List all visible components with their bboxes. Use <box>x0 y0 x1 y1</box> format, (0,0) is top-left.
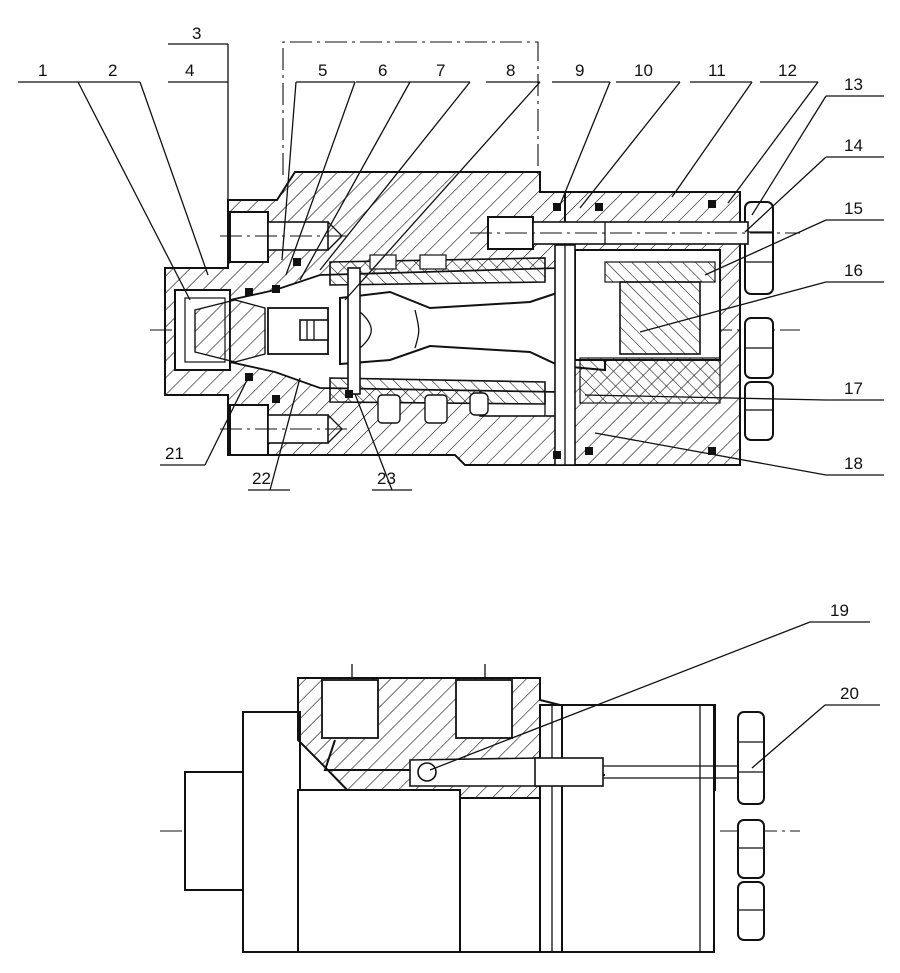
label-14: 14 <box>844 136 863 155</box>
port-b <box>455 679 513 739</box>
label-17: 17 <box>844 379 863 398</box>
end-cover-exterior <box>561 704 715 953</box>
cap-nut-top <box>744 201 774 295</box>
leader-lines <box>18 43 884 491</box>
exterior-nut-top <box>737 711 765 805</box>
top-left-bolt-head <box>229 211 269 263</box>
part-number-labels: 1 2 3 4 5 6 7 8 9 10 11 12 13 14 15 16 1… <box>38 24 863 703</box>
pin-23 <box>347 267 361 395</box>
label-6: 6 <box>378 61 387 80</box>
label-23: 23 <box>377 469 396 488</box>
label-16: 16 <box>844 261 863 280</box>
label-18: 18 <box>844 454 863 473</box>
label-19: 19 <box>830 601 849 620</box>
label-10: 10 <box>634 61 653 80</box>
label-15: 15 <box>844 199 863 218</box>
section-view <box>150 41 800 466</box>
port-a <box>321 679 379 739</box>
label-4: 4 <box>185 61 194 80</box>
label-20: 20 <box>840 684 859 703</box>
label-3: 3 <box>192 24 201 43</box>
gerotor-rotor <box>619 281 701 355</box>
label-12: 12 <box>778 61 797 80</box>
mounting-flange <box>242 711 301 953</box>
output-shaft <box>184 771 244 891</box>
label-5: 5 <box>318 61 327 80</box>
bottom-left-bolt-head <box>229 404 269 456</box>
label-8: 8 <box>506 61 515 80</box>
label-11: 11 <box>708 61 726 80</box>
label-1: 1 <box>38 61 47 80</box>
check-ball <box>417 762 437 782</box>
exterior-view <box>160 621 880 953</box>
label-9: 9 <box>575 61 584 80</box>
housing-lower <box>297 789 461 953</box>
cap-nut-bottom <box>744 381 774 441</box>
exterior-nut-bottom <box>737 881 765 941</box>
valve-plate-exterior <box>539 704 563 953</box>
label-13: 13 <box>844 75 863 94</box>
exterior-nut-mid <box>737 819 765 879</box>
label-21: 21 <box>165 444 184 463</box>
label-22: 22 <box>252 469 271 488</box>
label-7: 7 <box>436 61 445 80</box>
label-2: 2 <box>108 61 117 80</box>
tie-bolt <box>534 757 604 787</box>
